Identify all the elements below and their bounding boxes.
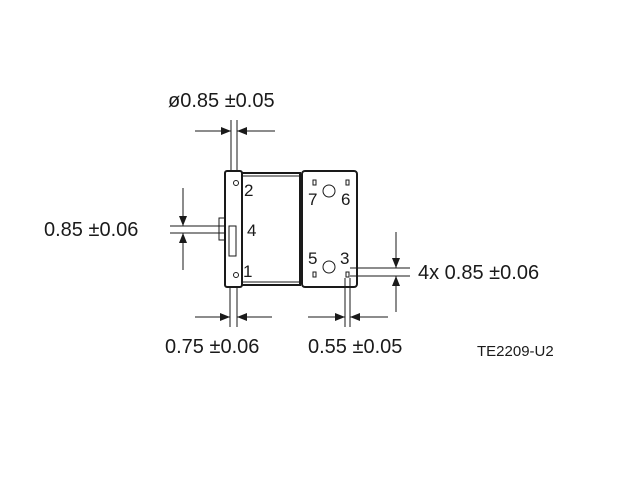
left-pin-strip xyxy=(224,170,243,288)
pin-label-6: 6 xyxy=(341,190,350,209)
label-left-offset: 0.75 ±0.06 xyxy=(165,336,259,358)
right-block xyxy=(301,170,358,288)
pin-label-5: 5 xyxy=(308,249,317,268)
pin-label-4: 4 xyxy=(247,221,256,240)
pin-label-1: 1 xyxy=(243,262,252,281)
pin4-pad xyxy=(228,225,237,257)
hole-upper xyxy=(322,184,336,198)
middle-frame xyxy=(241,172,301,286)
dimension-right-offset xyxy=(308,278,388,327)
label-pin4-height: 0.85 ±0.06 xyxy=(44,219,138,241)
label-pad-size: 4x 0.85 ±0.06 xyxy=(418,262,539,284)
pad-6 xyxy=(345,179,350,186)
pad-5 xyxy=(312,271,317,278)
pad-3 xyxy=(345,271,350,278)
dimension-pin4-height xyxy=(170,188,224,270)
dimension-left-offset xyxy=(195,288,272,327)
dimension-pin-diameter xyxy=(195,120,275,172)
hole-pin2 xyxy=(233,180,239,186)
pin4-tab xyxy=(218,217,226,241)
component-outline xyxy=(218,170,358,288)
label-pin-diameter: ø0.85 ±0.05 xyxy=(168,90,275,112)
dimension-pad-size xyxy=(350,232,410,312)
pin-label-7: 7 xyxy=(308,190,317,209)
label-right-offset: 0.55 ±0.05 xyxy=(308,336,402,358)
hole-lower xyxy=(322,260,336,274)
pin-label-2: 2 xyxy=(244,181,253,200)
hole-pin1 xyxy=(233,272,239,278)
pad-7 xyxy=(312,179,317,186)
pin-label-3: 3 xyxy=(340,249,349,268)
drawing-reference: TE2209-U2 xyxy=(477,343,554,360)
